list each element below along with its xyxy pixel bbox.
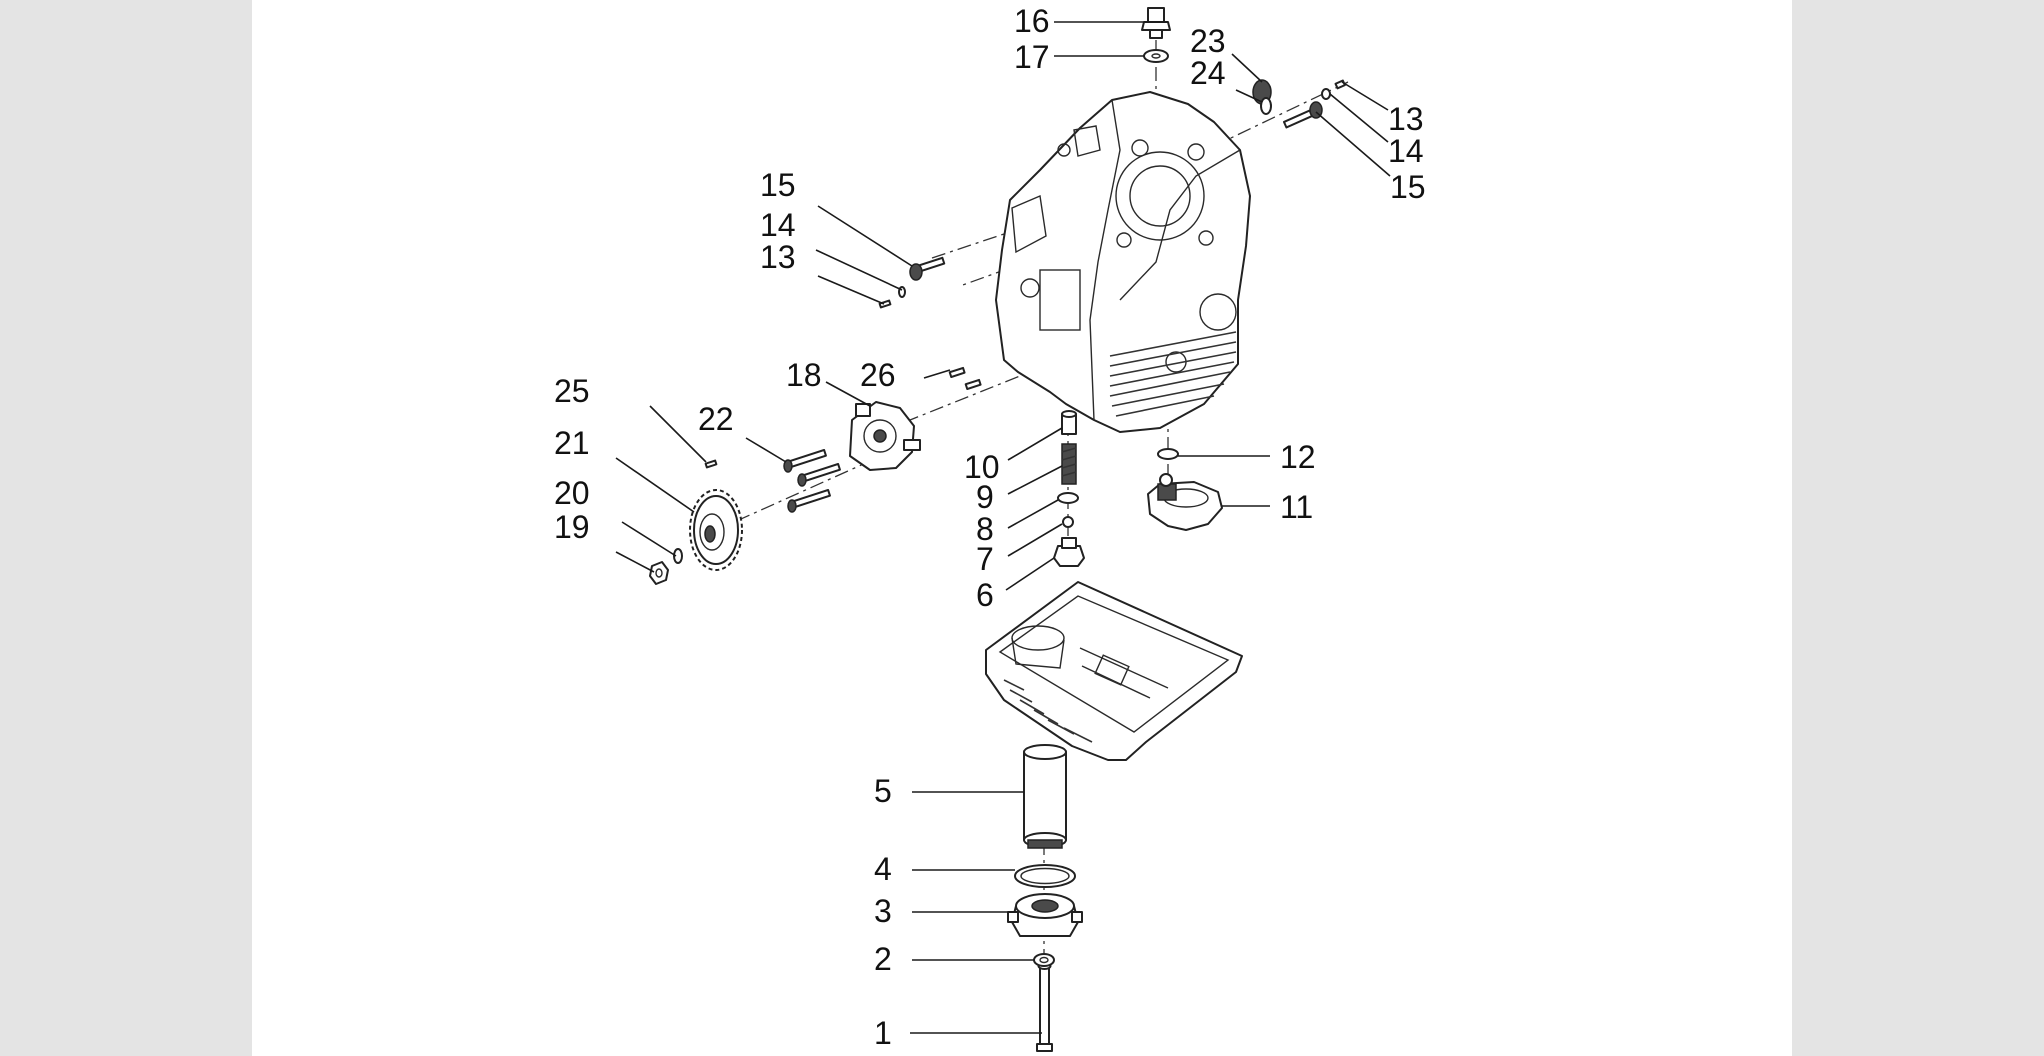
callout-20: 20 bbox=[554, 475, 590, 511]
callout-5: 5 bbox=[874, 773, 892, 809]
part-14-washer-right bbox=[1321, 88, 1331, 100]
callout-6: 6 bbox=[976, 577, 994, 613]
part-24-o-ring bbox=[1260, 97, 1272, 115]
callout-13-right: 13 bbox=[1388, 101, 1424, 137]
callout-17: 17 bbox=[1014, 39, 1050, 75]
part-12-seal-ring bbox=[1157, 448, 1179, 460]
callout-23: 23 bbox=[1190, 23, 1226, 59]
part-2-washer bbox=[1033, 953, 1055, 967]
callout-14-left: 14 bbox=[760, 207, 796, 243]
leader-lines bbox=[615, 21, 1391, 1034]
part-25-key bbox=[704, 459, 718, 469]
callout-8: 8 bbox=[976, 511, 994, 547]
callout-4: 4 bbox=[874, 851, 892, 887]
part-18-oil-pump bbox=[849, 401, 921, 471]
part-9-spring bbox=[1061, 443, 1077, 485]
part-15-stud-right bbox=[1282, 101, 1323, 129]
part-26-dowel-pins bbox=[948, 366, 982, 391]
callout-numbers: 1 2 3 4 5 6 7 8 9 10 11 12 13 14 15 16 1… bbox=[554, 3, 1426, 1051]
callout-16: 16 bbox=[1014, 3, 1050, 39]
callout-14-right: 14 bbox=[1388, 133, 1424, 169]
part-13-screw-right bbox=[1334, 79, 1346, 90]
callout-18: 18 bbox=[786, 357, 822, 393]
callout-22: 22 bbox=[698, 401, 734, 437]
callout-9: 9 bbox=[976, 479, 994, 515]
part-20-washer bbox=[673, 548, 683, 564]
crankcase-housing bbox=[995, 91, 1251, 433]
callout-21: 21 bbox=[554, 425, 590, 461]
part-15-stud-left bbox=[909, 256, 946, 281]
part-13-screw-left bbox=[878, 299, 892, 309]
part-6-plug bbox=[1053, 537, 1085, 567]
part-22-bolts bbox=[783, 448, 841, 513]
callout-15-left: 15 bbox=[760, 167, 796, 203]
callout-12: 12 bbox=[1280, 439, 1316, 475]
part-8-washer bbox=[1057, 492, 1079, 504]
oil-sump bbox=[985, 581, 1243, 761]
part-11-oil-pickup bbox=[1147, 473, 1223, 531]
part-19-nut bbox=[649, 561, 669, 585]
part-1-long-bolt bbox=[1036, 962, 1053, 1052]
part-7-ball bbox=[1062, 516, 1074, 528]
crankcase-cooling-fins bbox=[1109, 331, 1237, 417]
callout-24: 24 bbox=[1190, 55, 1226, 91]
callout-3: 3 bbox=[874, 893, 892, 929]
callout-1: 1 bbox=[874, 1015, 892, 1051]
callout-13-left: 13 bbox=[760, 239, 796, 275]
callout-11: 11 bbox=[1280, 489, 1313, 525]
part-10-valve-piston bbox=[1061, 410, 1077, 435]
part-4-o-ring bbox=[1014, 864, 1076, 888]
callout-25: 25 bbox=[554, 373, 590, 409]
callout-15-right: 15 bbox=[1390, 169, 1426, 205]
part-17-washer bbox=[1143, 49, 1169, 63]
callout-10: 10 bbox=[964, 449, 1000, 485]
part-21-gear bbox=[689, 489, 743, 571]
part-16-breather-plug bbox=[1141, 7, 1171, 39]
callout-19: 19 bbox=[554, 509, 590, 545]
part-3-filter-base bbox=[1007, 893, 1083, 937]
part-5-oil-filter-cartridge bbox=[1023, 744, 1067, 849]
callout-7: 7 bbox=[976, 541, 994, 577]
callout-26: 26 bbox=[860, 357, 896, 393]
callout-2: 2 bbox=[874, 941, 892, 977]
